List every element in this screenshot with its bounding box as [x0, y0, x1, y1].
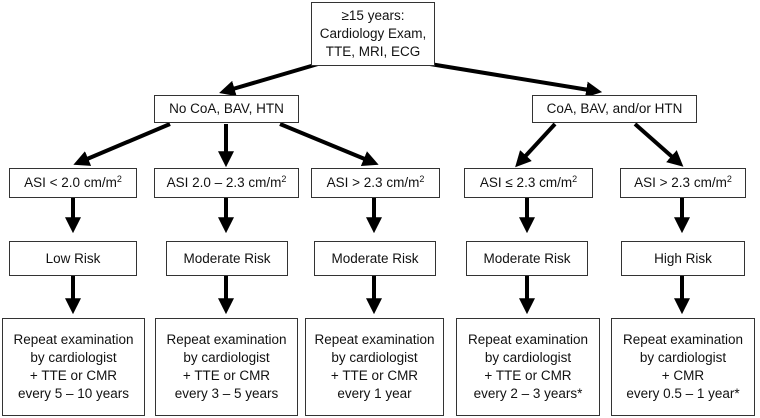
recommendation-line: Repeat examination	[467, 332, 589, 347]
recommendation-line: every 3 – 5 years	[174, 386, 279, 401]
risk-label: Moderate Risk	[183, 250, 271, 266]
root-line: TTE, MRI, ECG	[325, 44, 421, 59]
risk-box: Low Risk	[9, 241, 137, 276]
risk-label: Moderate Risk	[331, 250, 419, 266]
recommendation-line: by cardiologist	[183, 350, 270, 365]
arrow-root-to-coa	[429, 62, 603, 98]
branch-label: No CoA, BAV, HTN	[169, 101, 284, 116]
recommendation-box: Repeat examination by cardiologist + TTE…	[305, 318, 444, 416]
branch-box-no-coa: No CoA, BAV, HTN	[154, 95, 299, 123]
recommendation-line: + TTE or CMR	[484, 368, 572, 383]
root-line: ≥15 years:	[341, 8, 405, 23]
arrow-root-to-no-coa	[219, 62, 319, 97]
asi-box: ASI > 2.3 cm/m2	[311, 168, 440, 198]
asi-label: ASI > 2.3 cm/m	[326, 175, 420, 190]
recommendation-line: + CMR	[661, 368, 705, 383]
recommendation-box: Repeat examination by cardiologist + TTE…	[2, 318, 145, 416]
unit-superscript: 2	[281, 174, 287, 184]
recommendation-line: + TTE or CMR	[182, 368, 271, 383]
asi-label: ASI < 2.0 cm/m	[24, 175, 117, 190]
recommendation-line: Repeat examination	[13, 332, 134, 347]
asi-box: ASI > 2.3 cm/m2	[620, 168, 746, 198]
asi-box: ASI ≤ 2.3 cm/m2	[464, 168, 593, 198]
asi-label: ASI > 2.3 cm/m	[634, 175, 727, 190]
unit-superscript: 2	[116, 174, 122, 184]
root-line: Cardiology Exam,	[319, 26, 427, 41]
recommendation-box: Repeat examination by cardiologist + TTE…	[155, 318, 298, 416]
risk-box: Moderate Risk	[466, 241, 588, 276]
recommendation-line: Repeat examination	[314, 332, 435, 347]
root-box: ≥15 years: Cardiology Exam, TTE, MRI, EC…	[311, 2, 435, 66]
recommendation-line: by cardiologist	[639, 350, 727, 365]
recommendation-line: every 5 – 10 years	[17, 386, 130, 401]
asi-box: ASI < 2.0 cm/m2	[9, 168, 137, 198]
recommendation-line: every 1 year	[337, 386, 412, 401]
recommendation-line: + TTE or CMR	[330, 368, 419, 383]
arrow-coa-to-asi-gt	[633, 122, 684, 167]
recommendation-box: Repeat examination by cardiologist + TTE…	[456, 318, 600, 416]
branch-label: CoA, BAV, and/or HTN	[546, 101, 683, 116]
risk-label: High Risk	[654, 250, 712, 266]
unit-superscript: 2	[572, 174, 578, 184]
recommendation-line: by cardiologist	[331, 350, 418, 365]
recommendation-box: Repeat examination by cardiologist + CMR…	[611, 318, 755, 416]
recommendation-line: every 2 – 3 years*	[473, 386, 583, 401]
recommendation-line: Repeat examination	[622, 332, 744, 347]
risk-box: High Risk	[621, 241, 745, 276]
unit-superscript: 2	[419, 174, 425, 184]
recommendation-line: every 0.5 – 1 year*	[626, 386, 740, 401]
risk-box: Moderate Risk	[166, 241, 288, 276]
risk-label: Moderate Risk	[483, 250, 571, 266]
branch-box-coa: CoA, BAV, and/or HTN	[532, 95, 697, 123]
asi-box: ASI 2.0 – 2.3 cm/m2	[154, 168, 299, 198]
unit-superscript: 2	[726, 174, 732, 184]
asi-label: ASI ≤ 2.3 cm/m	[479, 175, 573, 190]
recommendation-line: + TTE or CMR	[29, 368, 118, 383]
recommendation-line: by cardiologist	[30, 350, 117, 365]
risk-box: Moderate Risk	[314, 241, 436, 276]
recommendation-line: Repeat examination	[166, 332, 287, 347]
recommendation-line: by cardiologist	[484, 350, 572, 365]
arrow-no-coa-to-asi-high	[279, 122, 379, 167]
risk-label: Low Risk	[45, 250, 101, 266]
asi-label: ASI 2.0 – 2.3 cm/m	[166, 175, 282, 190]
arrow-coa-to-asi-le	[515, 122, 557, 168]
arrow-no-coa-to-asi-low	[73, 122, 171, 166]
